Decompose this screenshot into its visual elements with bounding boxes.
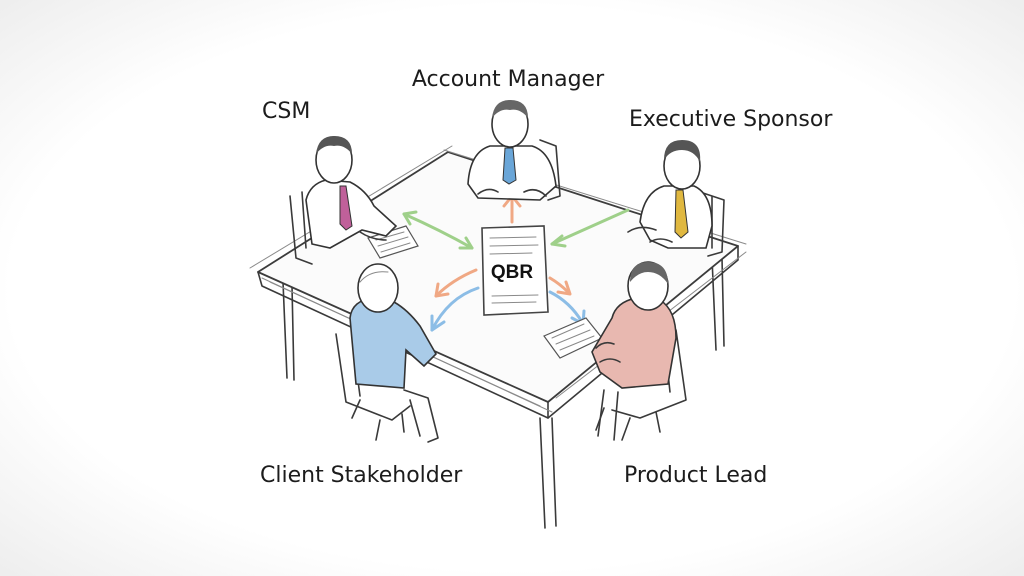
label-product-lead: Product Lead: [624, 463, 767, 488]
person-csm: [289, 136, 398, 265]
arrow-client-orange: [434, 268, 478, 298]
communication-arrows: [402, 194, 630, 332]
tie-magenta: [339, 185, 353, 231]
arrow-product-blue: [548, 290, 584, 324]
label-executive-sponsor: Executive Sponsor: [629, 107, 833, 132]
shirt-blue: [349, 297, 437, 389]
tie-blue: [502, 147, 517, 185]
label-csm: CSM: [262, 99, 310, 124]
person-client-stakeholder: [335, 263, 439, 443]
person-account-manager: [467, 100, 561, 201]
tie-gold: [674, 189, 689, 239]
arrow-product-orange: [548, 276, 570, 294]
shirt-pink: [591, 297, 677, 389]
qbr-document-title: QBR: [491, 262, 534, 283]
label-account-manager: Account Manager: [412, 67, 605, 92]
arrow-csm: [402, 212, 474, 250]
arrow-client-blue: [430, 286, 480, 332]
qbr-document: QBR: [481, 225, 549, 316]
table-papers: [367, 225, 603, 359]
person-product-lead: [591, 261, 687, 441]
label-client-stakeholder: Client Stakeholder: [260, 463, 463, 488]
person-executive-sponsor: [627, 140, 725, 257]
arrow-executive-sponsor: [550, 208, 630, 246]
